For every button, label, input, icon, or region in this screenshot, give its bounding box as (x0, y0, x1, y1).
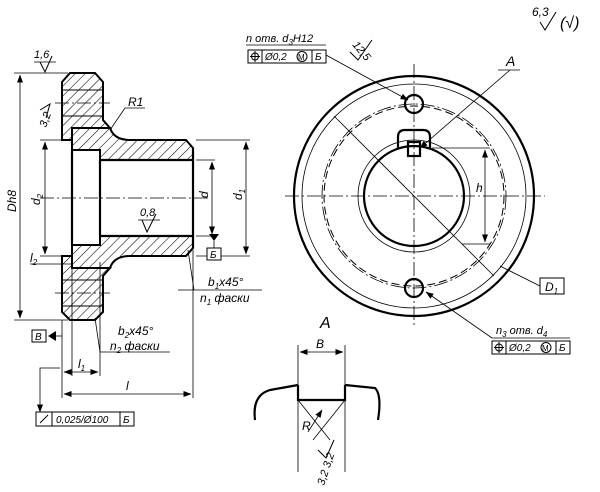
radius-R1: R1 (128, 95, 143, 109)
pos-datum-bottom: Б (559, 343, 566, 354)
roughness-0-8: 0,8 (140, 207, 156, 219)
dim-l: l (126, 379, 129, 393)
detail-A-title: A (319, 315, 331, 332)
dim-l2: l2 (30, 251, 38, 267)
dim-D1: D1 (545, 280, 558, 296)
finish-paren: (√) (560, 15, 579, 32)
chamfer2-size: b2x45° (118, 324, 153, 340)
right-front-view: h n отв. d3H12 Ø0,2 M Б 12,5 A D1 n3 отв… (246, 33, 571, 355)
detail-dim-B: B (316, 337, 324, 351)
dim-d2: d2 (29, 193, 45, 205)
holes-label-bottom: n3 отв. d4 (496, 325, 548, 339)
left-section-view: Dh8 d2 d d1 1,6 3,2 R1 0,8 Б b1x45° (5, 49, 262, 427)
runout-datum: Б (123, 415, 130, 426)
chamfer1-count: n1 фаски (200, 291, 250, 307)
view-ref-A: A (505, 53, 515, 69)
finish-value: 6,3 (532, 5, 549, 19)
dim-h: h (476, 181, 483, 195)
chamfer1-size: b1x45° (208, 275, 243, 291)
pos-tol-top: Ø0,2 (264, 52, 287, 63)
roughness-1-6: 1,6 (34, 49, 50, 61)
datum-B: Б (210, 250, 217, 261)
dim-l1: l1 (78, 357, 85, 373)
m-symbol-bottom: M (542, 344, 549, 353)
dim-d1: d1 (231, 189, 247, 200)
pos-datum-top: Б (315, 52, 322, 63)
runout-tolerance: 0,025/Ø100 (56, 415, 109, 426)
detail-A: A B R 3,2 3,2 (253, 315, 381, 487)
datum-V: В (35, 332, 42, 343)
dim-Dh8: Dh8 (5, 190, 19, 212)
m-symbol-top: M (298, 53, 305, 62)
hub-lower (71, 235, 194, 269)
detail-radius: R (302, 419, 311, 433)
chamfer2-count: n2 фаски (110, 339, 160, 355)
hub-upper (71, 127, 194, 161)
roughness-3-2: 3,2 (38, 111, 55, 129)
general-surface-finish: 6,3 (√) (532, 5, 579, 32)
dim-d: d (197, 191, 211, 198)
holes-label-top: n отв. d3H12 (246, 33, 313, 47)
pos-tol-bottom: Ø0,2 (508, 343, 531, 354)
